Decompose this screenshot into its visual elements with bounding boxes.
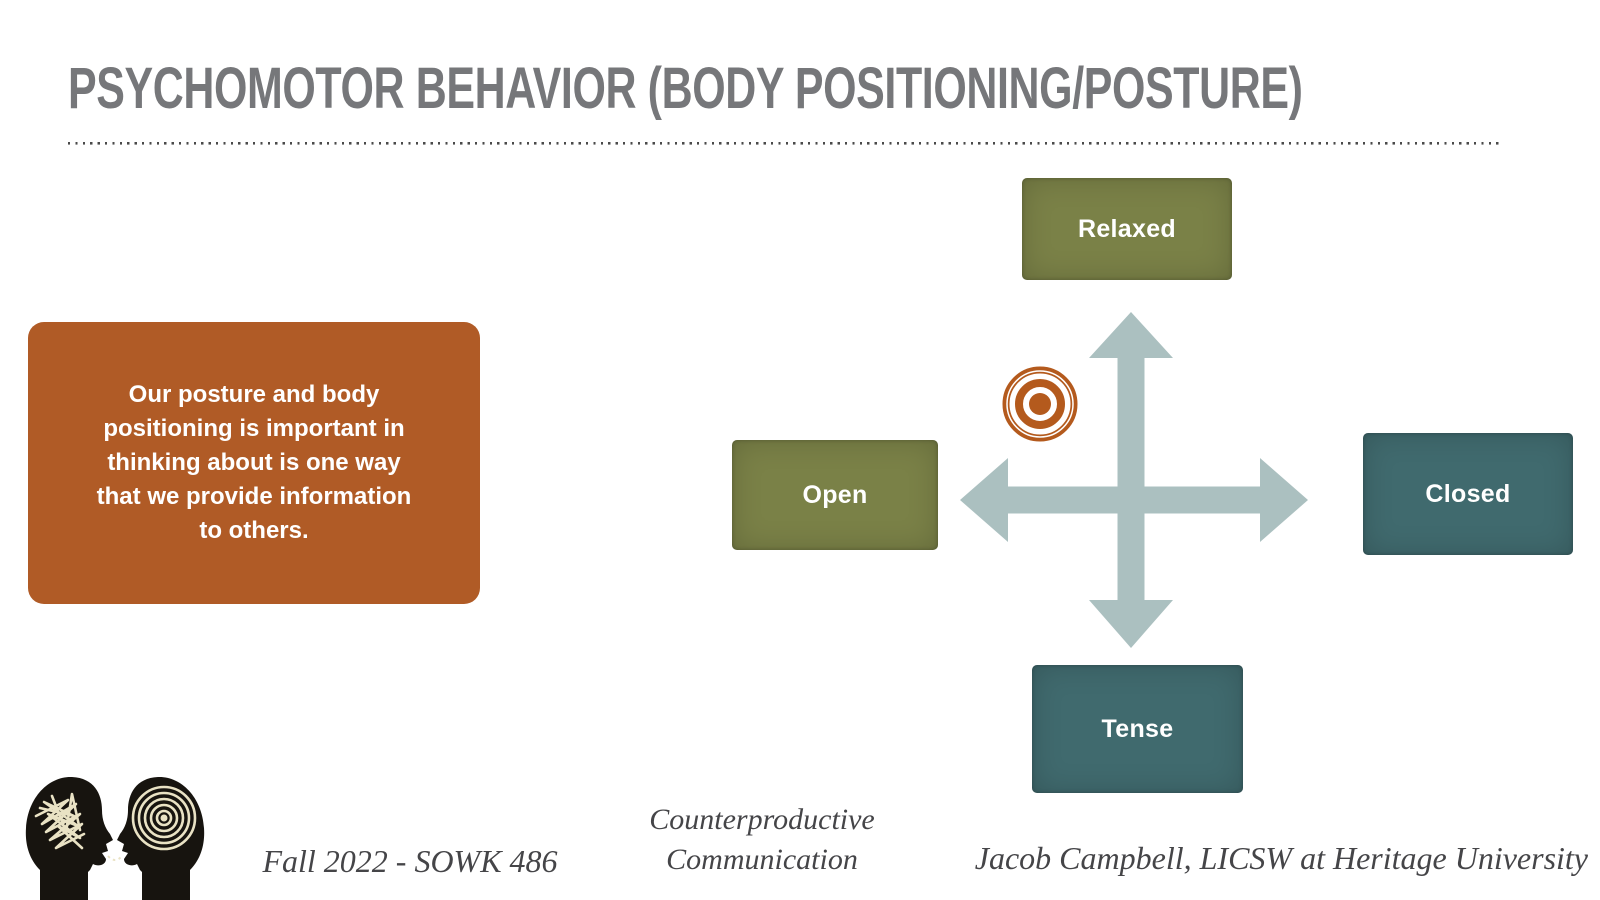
diagram-box-closed: Closed [1363,433,1573,555]
info-box-text: Our posture and body positioning is impo… [96,381,412,544]
communication-heads-icon [25,776,205,900]
spiral-head [117,776,205,900]
footer-lecture-line2: Communication [666,843,858,876]
footer-lecture-title: Counterproductive Communication [627,800,897,880]
scribble-head [25,776,113,900]
footer-course: Fall 2022 - SOWK 486 [262,843,558,879]
info-box: Our posture and body positioning is impo… [28,322,480,604]
page-title: PSYCHOMOTOR BEHAVIOR (BODY POSITIONING/P… [68,60,1600,118]
diagram-box-closed-label: Closed [1425,479,1511,508]
speech-dots [107,855,123,861]
footer-author: Jacob Campbell, LICSW at Heritage Univer… [974,840,1588,876]
diagram-box-relaxed-label: Relaxed [1078,214,1176,243]
page-title-text: PSYCHOMOTOR BEHAVIOR (BODY POSITIONING/P… [68,56,1303,121]
diagram-box-tense: Tense [1032,665,1243,793]
cross-arrows-icon [960,312,1308,648]
diagram-box-open: Open [732,440,938,550]
title-divider [68,142,1500,145]
footer-lecture-line1: Counterproductive [649,803,875,836]
target-bullseye-icon [1002,366,1078,442]
diagram-box-relaxed: Relaxed [1022,178,1232,280]
diagram-box-tense-label: Tense [1101,714,1174,743]
diagram-box-open-label: Open [802,480,868,509]
